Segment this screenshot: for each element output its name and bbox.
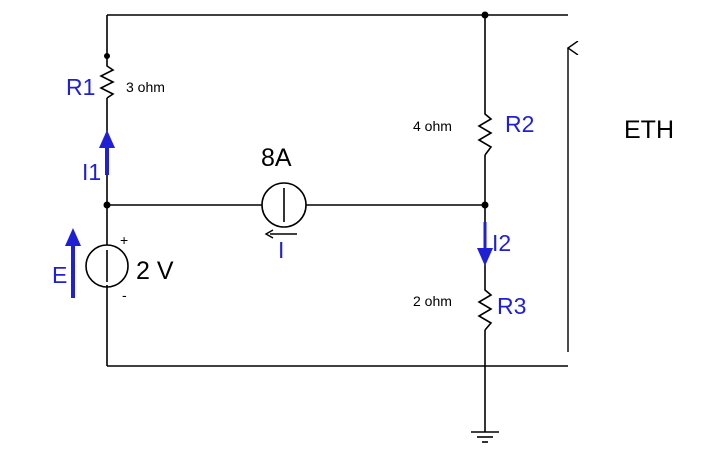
junction-dot-top-right	[481, 11, 489, 19]
voltage-source-plus: +	[120, 232, 128, 248]
emf-e-indicator: E	[52, 228, 81, 298]
resistor-icon	[477, 284, 493, 331]
ground-icon	[471, 431, 499, 443]
r3-value-label: 2 ohm	[413, 293, 452, 309]
voltage-source-2v: + - 2 V	[85, 232, 174, 303]
r1-value-label: 3 ohm	[126, 79, 165, 95]
arrow-head-e	[65, 228, 81, 246]
current-source-8a: 8A I	[261, 144, 307, 263]
current-source-i-label: I	[278, 237, 284, 263]
r1-name-label: R1	[66, 74, 95, 100]
eth-voltage-indicator: ETH	[568, 48, 674, 352]
current-source-arrow-head	[264, 229, 274, 239]
current-i1-indicator: I1	[82, 130, 115, 185]
resistor-r2: 4 ohm R2	[413, 108, 534, 156]
eth-label: ETH	[624, 116, 674, 144]
resistor-icon	[99, 56, 115, 99]
current-source-icon	[261, 182, 307, 228]
junction-dot-left-middle	[103, 201, 111, 209]
resistor-r1: R1 3 ohm	[66, 56, 165, 100]
r2-name-label: R2	[505, 111, 534, 137]
current-i2-indicator: I2	[477, 222, 511, 266]
arrow-head-i2	[477, 248, 493, 266]
resistor-r3: 2 ohm R3	[413, 284, 526, 331]
r2-value-label: 4 ohm	[413, 118, 452, 134]
voltage-source-icon	[85, 244, 129, 288]
junction-dot-right-middle	[481, 201, 489, 209]
wires	[106, 14, 568, 432]
voltage-source-minus: -	[122, 287, 127, 303]
voltage-source-value: 2 V	[136, 257, 174, 285]
i1-label: I1	[82, 159, 101, 185]
r3-name-label: R3	[497, 293, 526, 319]
arrow-head-i1	[99, 130, 115, 148]
i2-label: I2	[492, 230, 511, 256]
emf-e-label: E	[52, 262, 67, 288]
resistor-icon	[477, 108, 493, 156]
current-source-value: 8A	[261, 144, 292, 172]
